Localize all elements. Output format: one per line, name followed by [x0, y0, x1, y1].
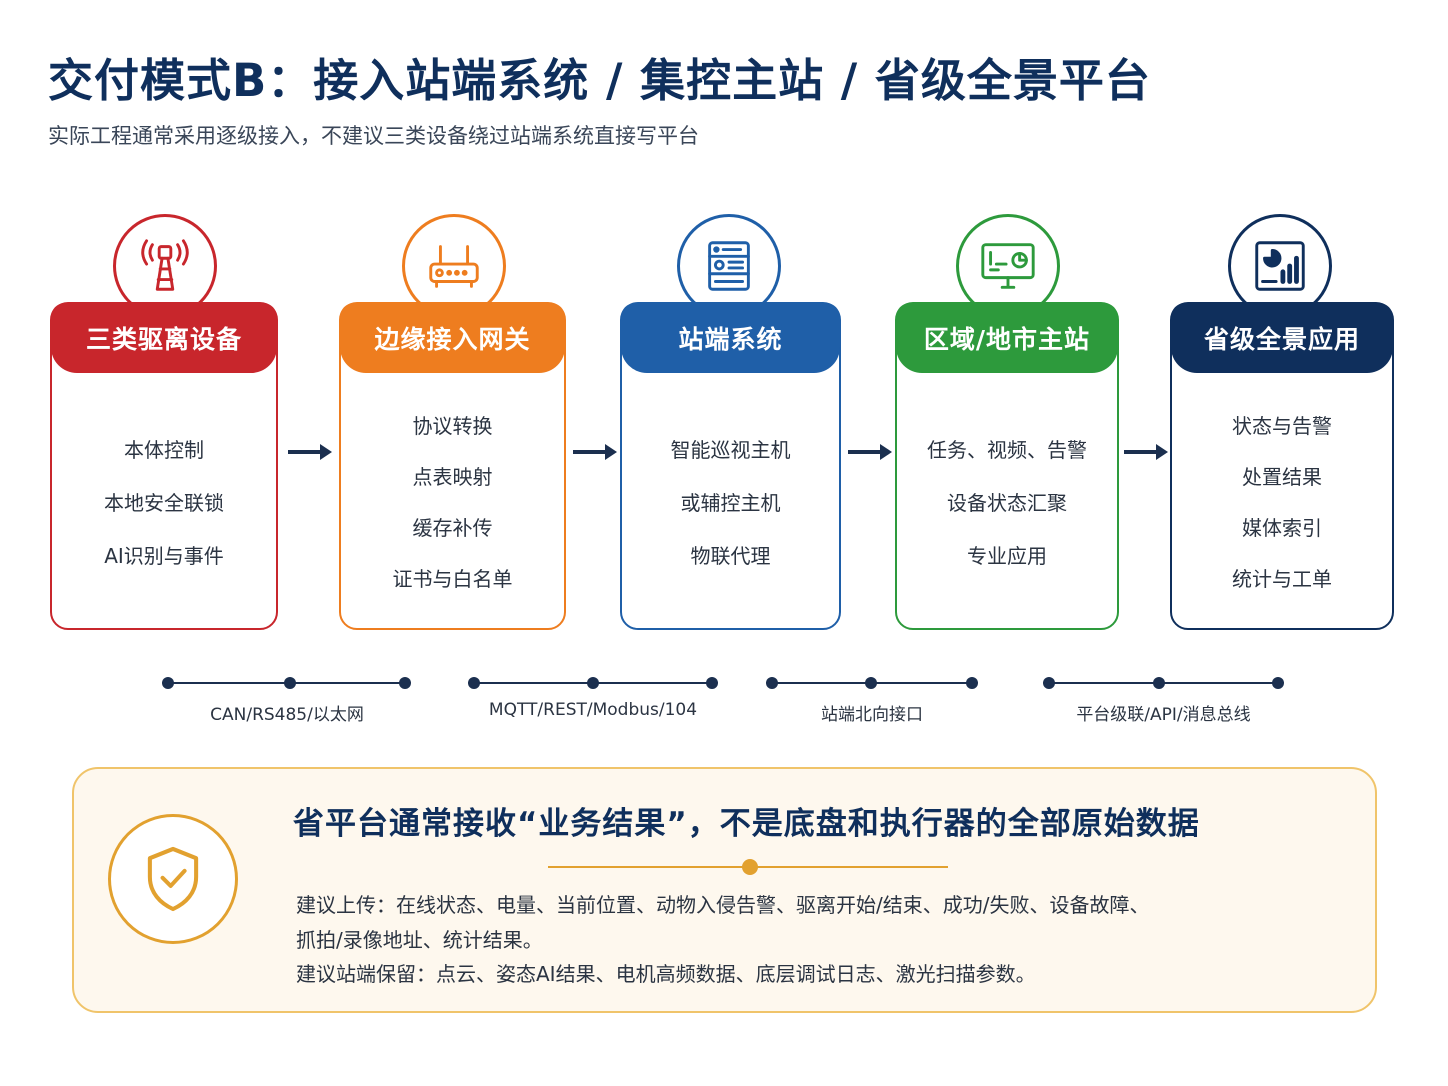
stage-item: 设备状态汇聚: [947, 490, 1067, 515]
stage-item: 点表映射: [412, 465, 493, 489]
flow-arrow: [848, 444, 892, 460]
flow-arrow: [573, 444, 617, 460]
stage-title: 省级全景应用: [1171, 303, 1393, 373]
protocol-label: CAN/RS485/以太网: [210, 705, 364, 725]
protocol-dot: [766, 677, 778, 689]
protocol-dot: [1153, 677, 1165, 689]
stage-item: 智能巡视主机: [670, 437, 791, 462]
note-divider-dot: [742, 859, 758, 875]
stage-card-devices: 三类驱离设备 本体控制 本地安全联锁 AI识别与事件: [50, 302, 278, 630]
protocol-dot: [587, 677, 599, 689]
stage-card-province: 省级全景应用 状态与告警 处置结果 媒体索引 统计与工单: [1170, 302, 1394, 630]
stage-card-station: 站端系统 智能巡视主机 或辅控主机 物联代理: [620, 302, 841, 630]
note-upload-line: 建议上传：在线状态、电量、当前位置、动物入侵告警、驱离开始/结束、成功/失败、设…: [296, 893, 1150, 917]
page-subtitle: 实际工程通常采用逐级接入，不建议三类设备绕过站端系统直接写平台: [48, 124, 699, 148]
shield-check-icon: [108, 814, 238, 944]
stage-item: 本体控制: [124, 437, 204, 462]
tower-antenna-icon: [113, 214, 217, 318]
stage-item: 缓存补传: [412, 516, 493, 540]
stage-item: 任务、视频、告警: [927, 437, 1087, 462]
protocol-dot: [284, 677, 296, 689]
stage-item: 统计与工单: [1232, 567, 1332, 591]
stage-item: 处置结果: [1242, 465, 1322, 489]
protocol-dot: [865, 677, 877, 689]
stage-card-gateway: 边缘接入网关 协议转换 点表映射 缓存补传 证书与白名单: [339, 302, 566, 630]
stage-item: AI识别与事件: [104, 543, 224, 568]
note-panel: [72, 767, 1377, 1013]
dashboard-icon: [1228, 214, 1332, 318]
stage-item: 状态与告警: [1232, 414, 1332, 438]
protocol-dot: [966, 677, 978, 689]
stage-item: 协议转换: [412, 414, 493, 438]
stage-item: 媒体索引: [1242, 516, 1322, 540]
stage-item: 或辅控主机: [680, 490, 781, 515]
protocol-label: 站端北向接口: [821, 705, 923, 725]
protocol-label: MQTT/REST/Modbus/104: [488, 700, 698, 720]
protocol-dot: [706, 677, 718, 689]
note-title: 省平台通常接收“业务结果”，不是底盘和执行器的全部原始数据: [293, 806, 1200, 842]
note-keep-line: 建议站端保留：点云、姿态AI结果、电机高频数据、底层调试日志、激光扫描参数。: [296, 962, 1036, 986]
stage-item: 专业应用: [967, 543, 1047, 568]
flow-arrow: [288, 444, 332, 460]
stage-item: 物联代理: [690, 543, 771, 568]
stage-item: 证书与白名单: [392, 567, 513, 591]
protocol-dot: [399, 677, 411, 689]
stage-title: 站端系统: [621, 303, 840, 373]
note-upload-line-cont: 抓拍/录像地址、统计结果。: [296, 928, 543, 952]
flow-arrow: [1124, 444, 1168, 460]
stage-title: 三类驱离设备: [51, 303, 277, 373]
stage-card-regional: 区域/地市主站 任务、视频、告警 设备状态汇聚 专业应用: [895, 302, 1119, 630]
protocol-dot: [1043, 677, 1055, 689]
stage-title: 边缘接入网关: [340, 303, 565, 373]
protocol-dot: [468, 677, 480, 689]
stage-title: 区域/地市主站: [896, 303, 1118, 373]
monitor-chart-icon: [956, 214, 1060, 318]
stage-item: 本地安全联锁: [104, 490, 224, 515]
protocol-dot: [1272, 677, 1284, 689]
protocol-label: 平台级联/API/消息总线: [1076, 705, 1251, 725]
protocol-dot: [162, 677, 174, 689]
page-title: 交付模式B：接入站端系统 / 集控主站 / 省级全景平台: [48, 54, 1151, 107]
